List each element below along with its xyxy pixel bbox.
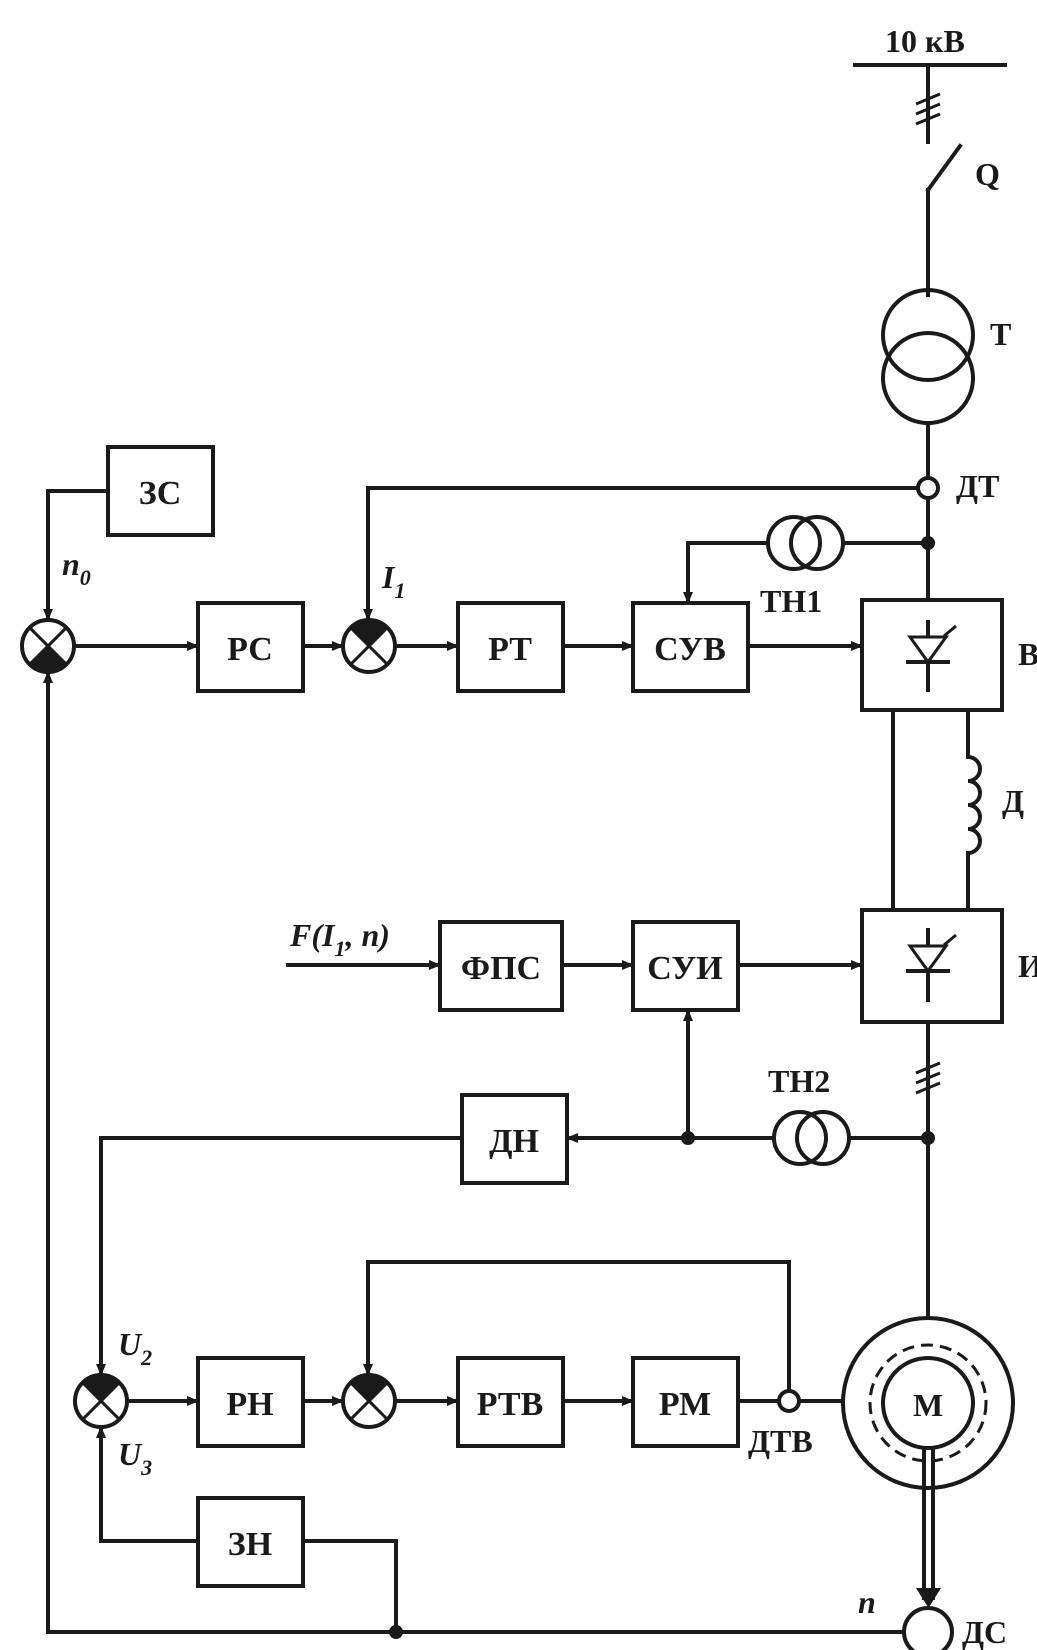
setter-to-summer1 [43, 489, 110, 622]
field-current-sensor-label: ДТВ [748, 1423, 813, 1459]
transformer-label: T [990, 316, 1011, 352]
func-signal-label: F(I1, n) [289, 917, 390, 961]
tn1-label: ТН1 [760, 583, 822, 619]
u2-signal-label: U2 [118, 1326, 152, 1370]
motor-air-gap [868, 1343, 988, 1463]
block-field-current-regulator-label: РТВ [477, 1386, 544, 1423]
thyristor-icon [906, 928, 957, 1002]
block-voltage-sensor-label: ДН [489, 1123, 539, 1160]
block-inverter-control [631, 920, 740, 1012]
block-phase-shift-former-label: ФПС [461, 950, 541, 987]
block-voltage-setter-label: ЗН [228, 1526, 272, 1563]
three-phase-mark-top [915, 92, 941, 126]
tn1-coil-b [789, 515, 845, 571]
current-feedback-line [363, 486, 920, 622]
current-sensor-label: ДТ [956, 468, 999, 504]
reactor-coil [965, 754, 982, 856]
summing-junction-1 [20, 618, 76, 674]
shaft-arrow [916, 1588, 941, 1608]
block-voltage-regulator [196, 1356, 305, 1448]
supply-voltage-label: 10 кВ [885, 23, 965, 59]
zn-to-summer3 [96, 1425, 200, 1543]
block-field-current-regulator [456, 1356, 565, 1448]
block-current-regulator [456, 601, 565, 693]
breaker-q-contact [925, 143, 963, 193]
current-sensor-dt [916, 476, 940, 500]
motor-label: М [913, 1387, 943, 1423]
speed-to-zn-line [301, 1539, 398, 1634]
field-current-sensor-dtv [777, 1389, 801, 1413]
voltage-field-loop: U2 U3 РН РТВ РМ ДТВ ЗН [43, 670, 906, 1639]
dn-to-summer3 [96, 1136, 464, 1377]
summing-junction-2 [341, 618, 397, 674]
power-circuit: 10 кВ Q T ДТ В Д [841, 23, 1037, 1650]
speed-feedback-line [43, 670, 906, 1634]
block-speed-setter-label: ЗС [139, 475, 182, 512]
block-rectifier-control-label: СУВ [654, 631, 726, 668]
block-field-exciter-label: РМ [659, 1386, 711, 1423]
speed-current-loop: ЗС n0 РС I1 РТ СУВ [20, 445, 930, 693]
transformer-primary-coil [881, 288, 975, 382]
block-current-regulator-label: РТ [488, 631, 532, 668]
tn2-label: ТН2 [768, 1063, 830, 1099]
thyristor-icon [906, 620, 957, 692]
speed-signal-label: n [858, 1584, 876, 1620]
field-current-feedback-line [363, 1260, 791, 1393]
i1-signal-label: I1 [381, 559, 405, 603]
u3-signal-label: U3 [118, 1436, 152, 1480]
inverter-label: И [1018, 948, 1037, 984]
tn1-coil-a [766, 515, 822, 571]
tn2-coil-b [795, 1110, 851, 1166]
speed-sensor-ds [902, 1606, 954, 1650]
speed-sensor-label: ДС [962, 1614, 1007, 1650]
block-voltage-regulator-label: РН [226, 1386, 273, 1423]
summing-junction-3 [73, 1373, 129, 1429]
three-phase-mark-bottom [915, 1061, 941, 1095]
block-speed-setter [106, 445, 215, 537]
breaker-label: Q [975, 156, 1000, 192]
block-speed-regulator-label: РС [227, 631, 273, 668]
summing-junction-4 [341, 1373, 397, 1429]
motor-rotor [881, 1356, 975, 1450]
tn2-coil-a [772, 1110, 828, 1166]
tn1-to-suv [683, 541, 770, 605]
reactor-label: Д [1002, 783, 1024, 819]
inverter-control-loop: F(I1, n) ФПС СУИ ТН2 ДН [96, 917, 930, 1377]
n0-signal-label: n0 [62, 546, 91, 590]
rectifier-label: В [1018, 636, 1037, 672]
block-inverter-control-label: СУИ [647, 950, 723, 987]
